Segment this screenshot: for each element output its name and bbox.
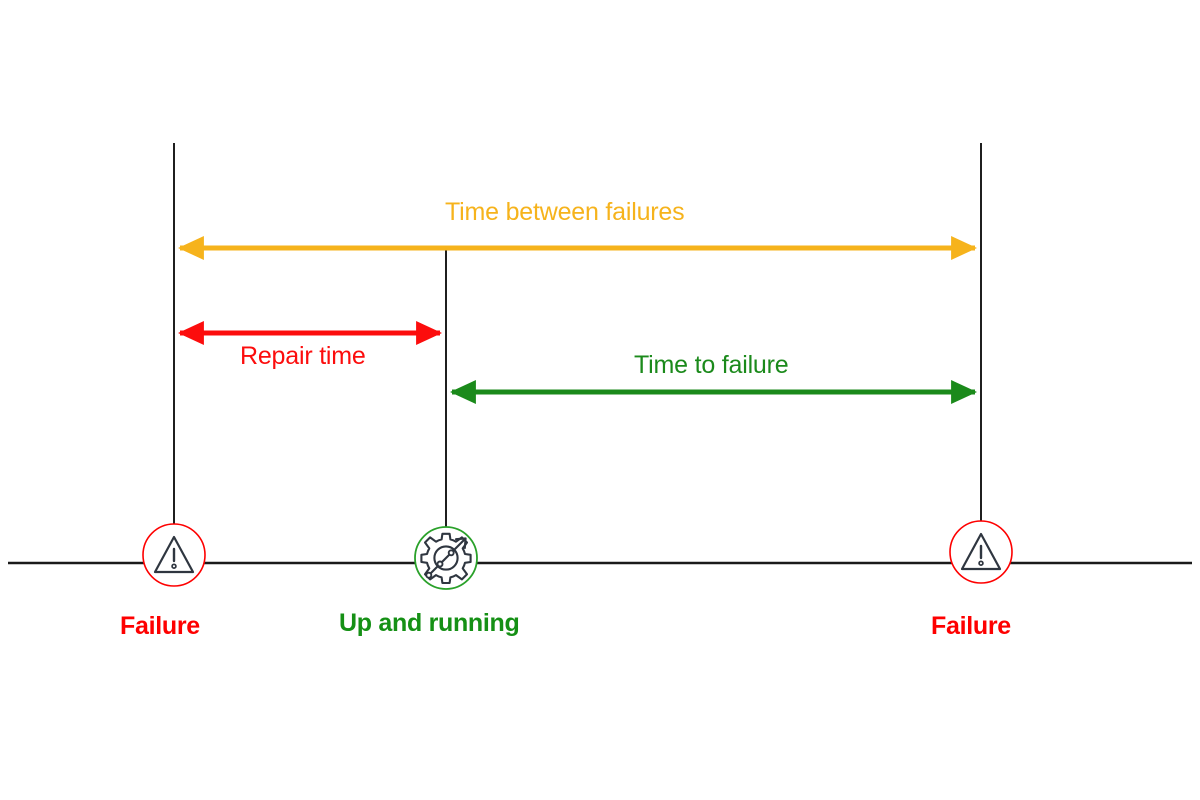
event-label-up-and-running: Up and running	[339, 609, 520, 637]
event-node-failure-left[interactable]	[142, 523, 206, 587]
event-node-up-and-running[interactable]	[414, 526, 478, 590]
measure-label-repair-time: Repair time	[240, 342, 366, 370]
event-label-failure-right: Failure	[931, 612, 1011, 640]
gear-trend-icon	[420, 532, 472, 585]
measure-label-time-to-failure: Time to failure	[634, 351, 789, 379]
warning-triangle-icon	[960, 532, 1002, 571]
event-node-failure-right[interactable]	[949, 520, 1013, 584]
warning-triangle-icon	[153, 535, 195, 574]
measure-label-time-between-failures: Time between failures	[445, 198, 685, 226]
event-label-failure-left: Failure	[120, 612, 200, 640]
